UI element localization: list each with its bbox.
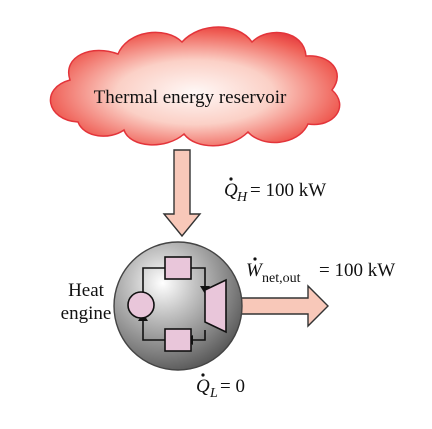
- engine-label-line2: engine: [61, 303, 112, 324]
- work-out-dot: [253, 257, 257, 261]
- heat-out-dot: [201, 373, 205, 377]
- heat-in-arrow: [162, 149, 202, 238]
- heat-out-value: = 0: [220, 376, 245, 397]
- thermal-reservoir-cloud: Thermal energy reservoir: [49, 26, 341, 147]
- work-out-subscript: net,out: [262, 271, 301, 286]
- pump-component: [127, 291, 155, 319]
- heat-in-value: = 100 kW: [250, 180, 326, 201]
- work-out-value: = 100 kW: [319, 260, 395, 281]
- cycle-loop: [142, 267, 206, 341]
- heat-out-symbol: Q: [196, 376, 210, 397]
- turbine-component: [204, 278, 227, 334]
- heat-in-symbol: Q: [224, 180, 238, 201]
- work-out-symbol: W: [246, 260, 264, 281]
- engine-sphere-body: [113, 241, 243, 371]
- heat-out-subscript: L: [209, 386, 218, 401]
- heat-in-dot: [229, 177, 233, 181]
- heat-out-label: Q L = 0: [196, 373, 245, 401]
- work-out-arrow: [227, 284, 329, 328]
- heat-engine-sphere: [113, 241, 243, 371]
- engine-label-line1: Heat: [68, 280, 105, 301]
- cloud-shape: [49, 26, 341, 147]
- work-out-label: W net,out = 100 kW: [246, 257, 395, 286]
- heat-in-subscript: H: [236, 190, 248, 205]
- engine-label: Heat engine: [61, 280, 112, 324]
- reservoir-label: Thermal energy reservoir: [94, 87, 287, 108]
- heat-in-label: Q H = 100 kW: [224, 177, 326, 205]
- condenser-component: [164, 328, 192, 352]
- boiler-component: [164, 256, 192, 280]
